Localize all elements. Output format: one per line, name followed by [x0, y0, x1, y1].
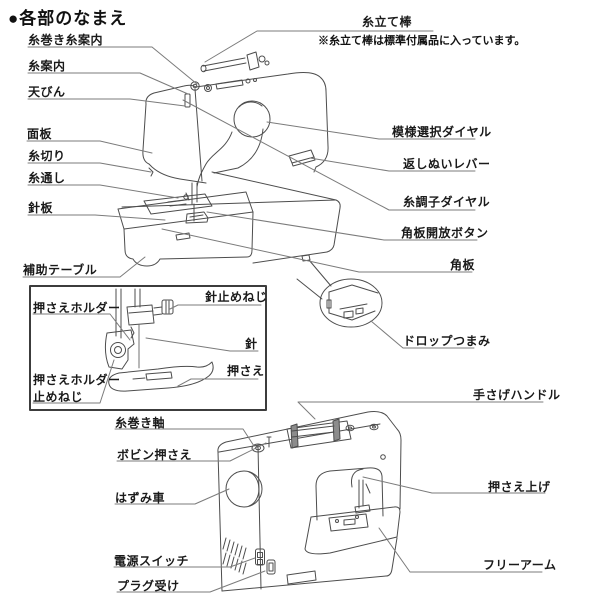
label-plug-receptacle: プラグ受け: [117, 579, 180, 593]
label-presser-holder-set-screw: 押さえホルダー 止めねじ: [33, 373, 121, 404]
label-drop-feed-knob: ドロップつまみ: [403, 334, 491, 348]
label-reverse-stitch-lever: 返しぬいレバー: [403, 157, 491, 171]
needle-clamp-screw-icon: [162, 300, 173, 314]
label-bobbin-winding-thread-guide: 糸巻き糸案内: [28, 33, 104, 47]
leader-cover-plate: [162, 229, 472, 272]
handwheel-icon: [226, 471, 262, 507]
rear-view-illustration: [218, 412, 401, 592]
label-presser-foot: 押さえ: [227, 364, 265, 378]
leader-needle-threader: [28, 185, 178, 198]
presser-holder-icon: [105, 330, 134, 369]
label-bobbin-winder-shaft: 糸巻き軸: [115, 416, 166, 430]
label-pattern-selection-dial: 模様選択ダイヤル: [392, 125, 492, 139]
label-auxiliary-table: 補助テーブル: [23, 263, 98, 277]
bobbin-winder-icon: [252, 437, 271, 452]
leader-carrying-handle: [298, 402, 543, 419]
label-presser-holder-set-screw-line1: 押さえホルダー: [33, 373, 121, 387]
label-cover-plate: 角板: [450, 258, 476, 272]
presser-lifter-icon: [366, 484, 370, 493]
label-thread-guide: 糸案内: [28, 59, 66, 73]
holder-set-screw-icon: [111, 343, 126, 358]
leader-cover-plate-release: [207, 212, 477, 240]
label-face-plate: 面板: [27, 127, 53, 141]
power-switch-icon: [256, 549, 265, 565]
label-carrying-handle: 手さげハンドル: [473, 388, 561, 402]
leader-thread-cutter: [28, 163, 151, 172]
spool-pin-note: ※糸立て棒は標準付属品に入っています。: [318, 35, 526, 47]
leader-bobbin-winder-shaft: [115, 429, 254, 446]
leader-thread-tension-dial: [183, 100, 475, 210]
leader-presser-holder: [33, 314, 130, 340]
label-presser-foot-lifter: 押さえ上げ: [488, 480, 551, 494]
leader-power-switch: [114, 558, 255, 567]
label-needle-clamp-screw: 針止めねじ: [205, 290, 268, 304]
takeup-lever-slot: [185, 94, 190, 107]
label-presser-holder-set-screw-line2: 止めねじ: [33, 390, 84, 404]
label-cover-plate-release-button: 角板開放ボタン: [401, 226, 489, 240]
leader-handwheel: [115, 489, 229, 504]
inset-detail-box: [30, 286, 266, 410]
nameplate-icon: [287, 571, 316, 584]
leader-needle-plate: [28, 215, 165, 220]
leader-face-plate: [27, 141, 152, 153]
leader-holder-set-screw: [33, 360, 114, 403]
label-thread-tension-dial: 糸調子ダイヤル: [403, 195, 491, 209]
label-needle: 針: [245, 337, 258, 351]
page-title: ●各部のなまえ: [8, 9, 128, 28]
needle-assembly-icon: [184, 183, 208, 223]
label-handwheel: はずみ車: [115, 491, 166, 505]
leader-free-arm: [379, 528, 542, 572]
spool-pin-icon: [201, 52, 269, 72]
front-view-illustration: [118, 52, 340, 266]
leader-bobbin-winding-thread-guide: [28, 47, 197, 84]
vent-slats-icon: [223, 538, 246, 574]
leader-plug-receptacle: [117, 571, 265, 592]
leader-auxiliary-table: [23, 257, 145, 277]
leader-takeup-lever: [28, 99, 185, 106]
leader-lines: [23, 31, 545, 592]
presser-foot-icon: [109, 362, 213, 391]
machine-body-outline: [146, 73, 328, 172]
leader-pattern-dial: [267, 122, 475, 139]
leader-presser-foot: [178, 379, 258, 386]
label-takeup-lever: 天びん: [28, 85, 66, 99]
plug-receptacle-icon: [267, 560, 275, 574]
machine-head-outline: [143, 104, 206, 183]
leader-reverse-lever: [310, 158, 475, 171]
free-arm-icon: [305, 507, 400, 554]
carrying-handle-icon: [287, 419, 351, 448]
label-needle-threader: 糸通し: [28, 171, 66, 185]
leader-needle: [146, 338, 258, 351]
leader-drop-feed-knob: [371, 321, 474, 348]
label-bobbin-presser: ボビン押さえ: [117, 448, 193, 462]
label-needle-plate: 針板: [28, 201, 54, 215]
leader-thread-guide: [28, 73, 188, 94]
leader-spool-pin: [205, 31, 433, 62]
label-presser-foot-holder: 押さえホルダー: [33, 301, 121, 315]
leader-presser-lifter: [363, 477, 545, 493]
leader-bobbin-presser: [117, 443, 266, 461]
label-thread-cutter: 糸切り: [28, 149, 66, 163]
leader-needle-clamp-screw: [170, 305, 261, 309]
label-power-switch: 電源スイッチ: [114, 554, 190, 568]
drop-knob-magnifier: [297, 260, 382, 327]
inset-border: [30, 286, 266, 410]
label-spool-pin: 糸立て棒: [362, 15, 413, 29]
label-free-arm: フリーアーム: [483, 558, 557, 572]
